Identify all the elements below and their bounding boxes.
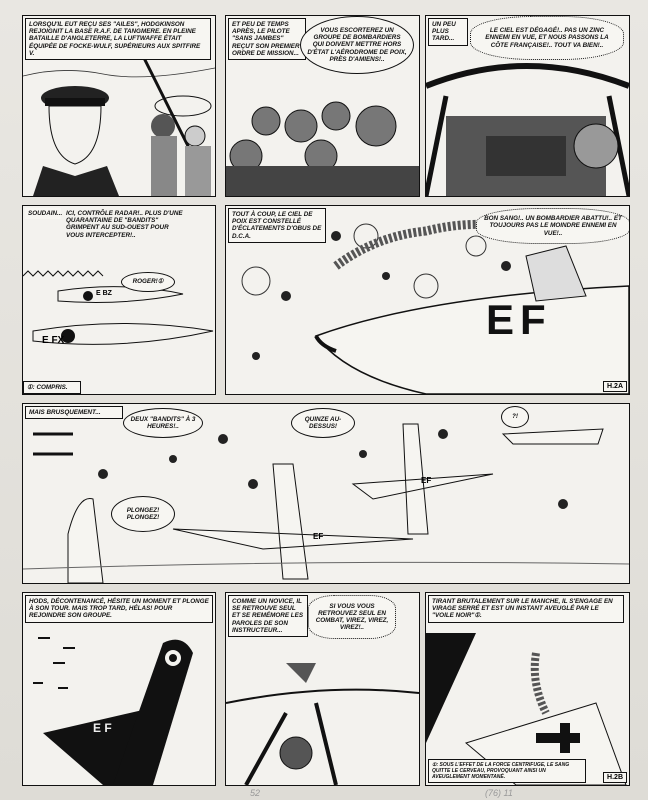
radio-balloon: ICI, CONTRÔLE RADAR!.. PLUS D'UNE QUARAN… [66, 210, 183, 239]
panel-1: LORSQU'IL EUT REÇU SES "AILES", HODGKINS… [22, 15, 216, 197]
panel-6: MAIS BRUSQUEMENT... DEUX "BANDITS" À 3 H… [22, 403, 630, 584]
caption: ET PEU DE TEMPS APRÈS, LE PILOTE "SANS J… [228, 18, 306, 61]
caption: HODS, DÉCONTENANCÉ, HÉSITE UN MOMENT ET … [25, 595, 213, 623]
speech-balloon: VOUS ESCORTEREZ UN GROUPE DE BOMBARDIERS… [300, 16, 414, 74]
panel-4: SOUDAIN... ICI, CONTRÔLE RADAR!.. PLUS D… [22, 205, 216, 395]
plane-code: EF [313, 532, 324, 541]
panel-9: TIRANT BRUTALEMENT SUR LE MANCHE, IL S'E… [425, 592, 630, 786]
thought-balloon: SI VOUS VOUS RETROUVEZ SEUL EN COMBAT, V… [308, 595, 396, 639]
pilots-group-drawing [226, 101, 419, 196]
panel-7: HODS, DÉCONTENANCÉ, HÉSITE UN MOMENT ET … [22, 592, 216, 786]
caption: LORSQU'IL EUT REÇU SES "AILES", HODGKINS… [25, 18, 211, 61]
speech-balloon: ROGER!① [121, 272, 175, 292]
panel-2: ET PEU DE TEMPS APRÈS, LE PILOTE "SANS J… [225, 15, 420, 197]
speech-balloon: DEUX "BANDITS" À 3 HEURES!.. [123, 408, 203, 438]
page-tag: H.2A [603, 381, 627, 392]
cockpit-view-drawing [426, 63, 629, 196]
plane-code: E BZ [96, 290, 112, 297]
spitfires-drawing [23, 270, 214, 345]
thought-balloon: LE CIEL EST DÉGAGÉ!.. PAS UN ZINC ENNEMI… [470, 16, 624, 60]
footnote: ①: SOUS L'EFFET DE LA FORCE CENTRIFUGE, … [428, 759, 586, 783]
footnote: ①: COMPRIS. [23, 380, 81, 394]
thought-balloon: BON SANG!.. UN BOMBARDIER ABATTU!.. ET T… [476, 208, 629, 244]
caption: MAIS BRUSQUEMENT... [25, 406, 123, 420]
margin-note: 52 [250, 788, 261, 798]
panel-8: COMME UN NOVICE, IL SE RETROUVE SEUL ET … [225, 592, 420, 786]
caption: TOUT À COUP, LE CIEL DE POIX EST CONSTEL… [228, 208, 326, 243]
plane-code: EF [421, 476, 432, 485]
panel-3: UN PEU PLUS TARD... LE CIEL EST DÉGAGÉ!.… [425, 15, 630, 197]
diving-spitfire-drawing [33, 637, 193, 785]
plane-code: E FX [42, 335, 65, 346]
margin-note: (76) 11 [485, 788, 513, 798]
caption: SOUDAIN... [25, 208, 62, 220]
speech-balloon: PLONGEZ! PLONGEZ! [111, 496, 175, 532]
dogfight-drawing [23, 423, 629, 583]
caption: TIRANT BRUTALEMENT SUR LE MANCHE, IL S'E… [428, 595, 624, 623]
caption: UN PEU PLUS TARD... [428, 18, 468, 46]
speech-balloon: ?! [501, 406, 529, 428]
cockpit-pilot-drawing [226, 663, 419, 785]
plane-code: EF [486, 296, 552, 343]
speech-balloon: QUINZE AU-DESSUS! [291, 408, 355, 438]
plane-code: E F [93, 721, 112, 735]
flak-sky-drawing [241, 219, 629, 394]
pilot-portrait-drawing [23, 55, 215, 196]
panel-5: TOUT À COUP, LE CIEL DE POIX EST CONSTEL… [225, 205, 630, 395]
page-tag: H.2B [603, 772, 627, 783]
caption: COMME UN NOVICE, IL SE RETROUVE SEUL ET … [228, 595, 308, 638]
